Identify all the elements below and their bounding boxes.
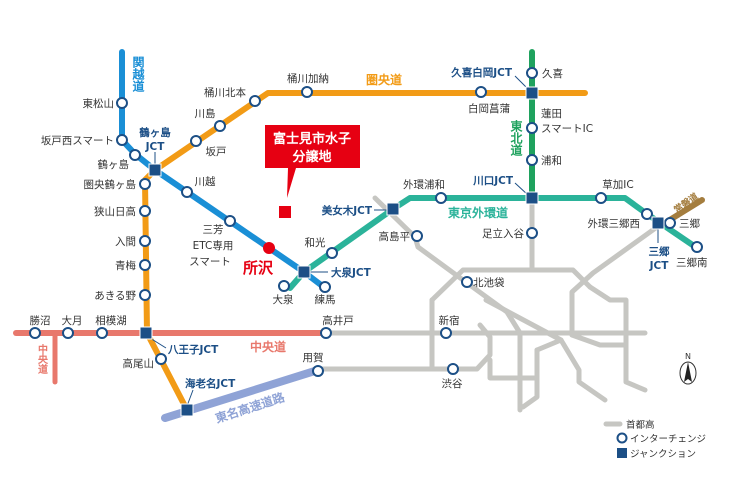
ic-label: 高島平 bbox=[379, 230, 411, 243]
jct-label-bijogi: 美女木JCT bbox=[322, 204, 373, 217]
jct-label-kuki-shiraoka: 久喜白岡JCT bbox=[450, 66, 513, 79]
tokorozawa-marker bbox=[263, 242, 275, 254]
road-label-gaikan: 東京外環道 bbox=[448, 205, 508, 220]
ic-label: 東松山 bbox=[83, 97, 115, 110]
jct-label-misato-jct: JCT bbox=[649, 260, 670, 272]
property-callout: 富士見市水子 分譲地 bbox=[265, 125, 360, 218]
ic-label: 坂戸西スマート bbox=[41, 135, 114, 147]
ic-label: 桶川加納 bbox=[287, 72, 329, 85]
city-label-tokorozawa: 所沢 bbox=[243, 259, 274, 277]
ic-label: 外環浦和 bbox=[403, 178, 445, 191]
property-location-marker bbox=[279, 206, 291, 218]
ic-label: 大月 bbox=[62, 314, 83, 327]
ic-label: 高尾山 bbox=[123, 357, 155, 370]
jct-label-oizumi: 大泉JCT bbox=[331, 266, 372, 279]
ic-label: 圏央鶴ヶ島 bbox=[84, 178, 137, 191]
ic-label: 三郷南 bbox=[676, 256, 708, 269]
ic-label: 北池袋 bbox=[473, 276, 505, 289]
ic-label: 練馬 bbox=[315, 293, 336, 306]
ic-label: 相模湖 bbox=[95, 314, 127, 327]
legend-shutoko-label: 首都高 bbox=[626, 419, 655, 431]
ic-label: 川越 bbox=[195, 175, 216, 188]
ic-label: あきる野 bbox=[94, 290, 136, 302]
ic-label: 新宿 bbox=[439, 314, 460, 327]
ic-label: 坂戸 bbox=[206, 146, 227, 158]
ic-label: 草加IC bbox=[602, 179, 633, 191]
legend-junction-label: ジャンクション bbox=[630, 449, 696, 460]
ic-label: 蓮田 bbox=[541, 107, 562, 120]
ic-label: 桶川北本 bbox=[204, 86, 246, 99]
road-label-chuo: 中央道 bbox=[250, 339, 286, 354]
ic-label: 久喜 bbox=[542, 67, 563, 80]
ic-label: 足立入谷 bbox=[482, 227, 524, 240]
joban-expressway-line bbox=[665, 197, 705, 224]
road-label-chuo-branch: 中央道 bbox=[36, 343, 48, 375]
legend-interchange-icon bbox=[616, 432, 628, 444]
jct-label-kawaguchi: 川口JCT bbox=[472, 175, 514, 187]
legend-junction-icon bbox=[617, 448, 627, 458]
north-compass-icon: N bbox=[679, 352, 697, 385]
ic-label: 外環三郷西 bbox=[588, 217, 641, 230]
callout-title: 富士見市水子 bbox=[273, 131, 351, 147]
ic-label: スマートIC bbox=[541, 123, 593, 135]
shutoko-network bbox=[315, 195, 660, 413]
road-label-tohoku: 東北道 bbox=[509, 119, 523, 157]
jct-label-hachioji: 八王子JCT bbox=[167, 344, 219, 356]
legend-interchange-label: インターチェンジ bbox=[630, 434, 706, 445]
road-label-kanetsu: 関越道 bbox=[131, 56, 145, 93]
ic-label: 浦和 bbox=[541, 154, 562, 167]
legend: 首都高 インターチェンジ ジャンクション bbox=[603, 419, 706, 460]
ic-label: 渋谷 bbox=[442, 377, 463, 390]
interchange-markers bbox=[29, 67, 703, 377]
ic-label: 入間 bbox=[115, 236, 136, 248]
ic-label: スマート bbox=[189, 256, 231, 268]
junction-markers bbox=[139, 75, 665, 417]
jct-label-ebina: 海老名JCT bbox=[185, 377, 236, 390]
jct-label-tsurugashima-jct: JCT bbox=[145, 141, 166, 153]
road-label-kenodo: 圏央道 bbox=[366, 72, 402, 87]
compass-label: N bbox=[685, 352, 691, 361]
ic-label: 用賀 bbox=[303, 352, 324, 364]
ic-label: 大泉 bbox=[273, 293, 294, 306]
interchange-labels: 東松山 坂戸西スマート 鶴ヶ島 川越 三芳 ETC専用 スマート 大泉 練馬 圏… bbox=[30, 67, 708, 390]
ic-label: 三郷 bbox=[679, 217, 700, 230]
ic-label: 白岡菖蒲 bbox=[468, 102, 510, 115]
ic-label: 狭山日高 bbox=[94, 205, 136, 218]
ic-label: ETC専用 bbox=[193, 240, 234, 252]
ic-label: 和光 bbox=[305, 236, 326, 249]
ic-label: 勝沼 bbox=[30, 314, 51, 327]
ic-label: 川島 bbox=[195, 107, 216, 120]
callout-subtitle: 分譲地 bbox=[292, 149, 331, 165]
jct-label-tsurugashima: 鶴ヶ島 bbox=[139, 126, 171, 139]
ic-label: 三芳 bbox=[203, 223, 224, 236]
ic-label: 鶴ヶ島 bbox=[98, 158, 130, 171]
jct-label-misato: 三郷 bbox=[649, 245, 670, 258]
ic-label: 青梅 bbox=[115, 259, 136, 272]
ic-label: 高井戸 bbox=[322, 314, 354, 327]
